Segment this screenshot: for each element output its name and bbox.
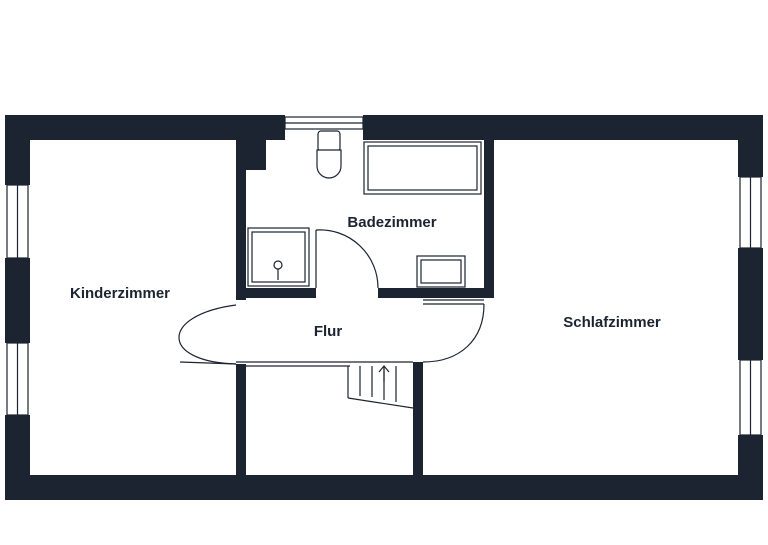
bath-corner xyxy=(246,140,266,170)
flur-lower-door-line xyxy=(236,361,413,367)
wall-bath-schlaf xyxy=(484,140,494,297)
window-top-bath xyxy=(284,116,364,130)
bathtub-icon xyxy=(363,141,482,195)
wall-kinder-bath xyxy=(236,140,246,300)
window-right-2 xyxy=(739,359,762,436)
outer-wall-bottom xyxy=(5,475,763,500)
shower-icon xyxy=(247,227,310,287)
room-label-badezimmer: Badezimmer xyxy=(347,214,436,231)
room-label-kinderzimmer: Kinderzimmer xyxy=(70,285,170,302)
bathroom-fixtures xyxy=(247,130,482,288)
sink-icon xyxy=(416,255,466,288)
outer-wall-right-1 xyxy=(738,115,763,177)
wall-bath-flur-left xyxy=(236,288,316,298)
walls xyxy=(5,115,763,500)
outer-wall-left-3 xyxy=(5,415,30,500)
outer-wall-right-2 xyxy=(738,248,763,360)
bath-door-icon xyxy=(315,229,379,289)
outer-wall-right-3 xyxy=(738,435,763,500)
wall-bath-flur-right xyxy=(378,288,494,298)
toilet-icon xyxy=(316,130,342,179)
windows xyxy=(6,116,762,436)
room-label-schlafzimmer: Schlafzimmer xyxy=(563,314,661,331)
wall-schlaf-lower xyxy=(413,362,423,475)
schlaf-door-icon xyxy=(422,299,485,363)
window-left-1 xyxy=(6,184,29,259)
stairs-icon xyxy=(347,365,414,409)
kinder-door-icon xyxy=(178,304,237,365)
doors xyxy=(178,229,485,367)
outer-wall-left-2 xyxy=(5,258,30,343)
room-label-flur: Flur xyxy=(314,323,342,340)
window-right-1 xyxy=(739,176,762,249)
window-left-2 xyxy=(6,342,29,416)
outer-wall-left-1 xyxy=(5,115,30,185)
outer-wall-top-right xyxy=(363,115,763,140)
wall-kinder-lower xyxy=(236,364,246,475)
bath-notch xyxy=(236,115,268,140)
